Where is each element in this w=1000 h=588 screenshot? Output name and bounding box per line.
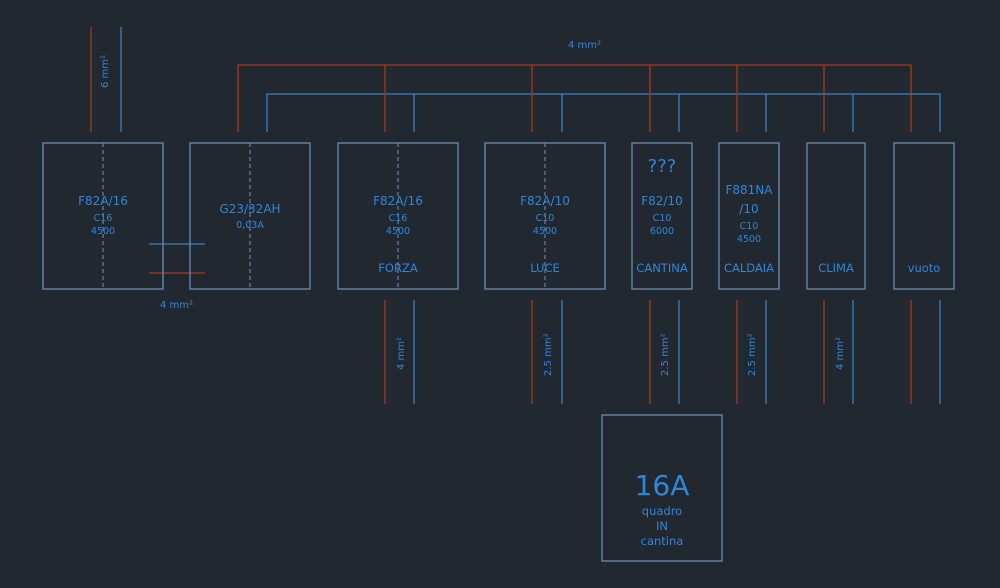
breaker-model-rating: /10 [739,202,758,216]
breaker-main: F82A/16 C16 4500 [42,142,164,290]
breaker-model: F82/10 [641,194,682,208]
forza-cable-label: 4 mm² [396,337,407,370]
main-feed-cable-label: 6 mm² [100,55,111,88]
breaker-curve: C10 [536,213,555,224]
breaker-model: F82A/16 [78,194,128,208]
breaker-icu: 4500 [737,234,761,245]
sub-panel-rating: 16A [635,469,690,502]
breaker-unknown-note: ??? [648,156,677,177]
breaker-model: F82A/16 [373,194,423,208]
cantina-cable-label: 2.5 mm² [660,333,671,376]
breaker-curve: C16 [389,213,408,224]
sub-panel-box [601,414,723,562]
clima-cable-label: 4 mm² [835,337,846,370]
breaker-differential: G23/32AH 0,03A [189,142,311,290]
breaker-cantina-box [631,142,693,290]
luce-cable-label: 2.5 mm² [543,333,554,376]
breaker-clima: CLIMA [806,142,866,290]
breaker-icu: 4500 [386,226,410,237]
breaker-luce: F82A/10 C10 4500 LUCE [484,142,606,290]
breaker-curve: 0,03A [236,220,264,231]
busbar-cable-label: 4 mm² [568,40,601,51]
sub-panel-line1: quadro [642,504,682,518]
circuit-name: LUCE [530,261,560,275]
phase-busbar [237,64,912,132]
breaker-vuoto: vuoto [893,142,955,290]
breaker-model: F82A/10 [520,194,570,208]
neutral-busbar [266,93,941,132]
breaker-icu: 4500 [533,226,557,237]
link-cable-label: 4 mm² [160,300,193,311]
circuit-name: CLIMA [818,261,854,275]
breaker-caldaia: F881NA /10 C10 4500 CALDAIA [718,142,780,290]
breaker-model: G23/32AH [219,202,280,216]
breaker-icu: 4500 [91,226,115,237]
circuit-name: vuoto [908,261,941,275]
sub-panel-line2: IN [656,519,668,533]
breaker-clima-box [806,142,866,290]
breaker-cantina: ??? F82/10 C10 6000 CANTINA [631,142,693,290]
circuit-name: FORZA [378,261,418,275]
breaker-curve: C16 [94,213,113,224]
circuit-name: CALDAIA [724,261,774,275]
circuit-name: CANTINA [636,261,688,275]
breaker-icu: 6000 [650,226,674,237]
breaker-curve: C10 [740,221,759,232]
breaker-vuoto-box [893,142,955,290]
breaker-curve: C10 [653,213,672,224]
sub-panel-line3: cantina [641,534,684,548]
caldaia-cable-label: 2.5 mm² [747,333,758,376]
breaker-forza: F82A/16 C16 4500 FORZA [337,142,459,290]
breaker-model: F881NA [726,183,774,197]
breaker-caldaia-box [718,142,780,290]
sub-panel-cantina: 16A quadro IN cantina [601,414,723,562]
